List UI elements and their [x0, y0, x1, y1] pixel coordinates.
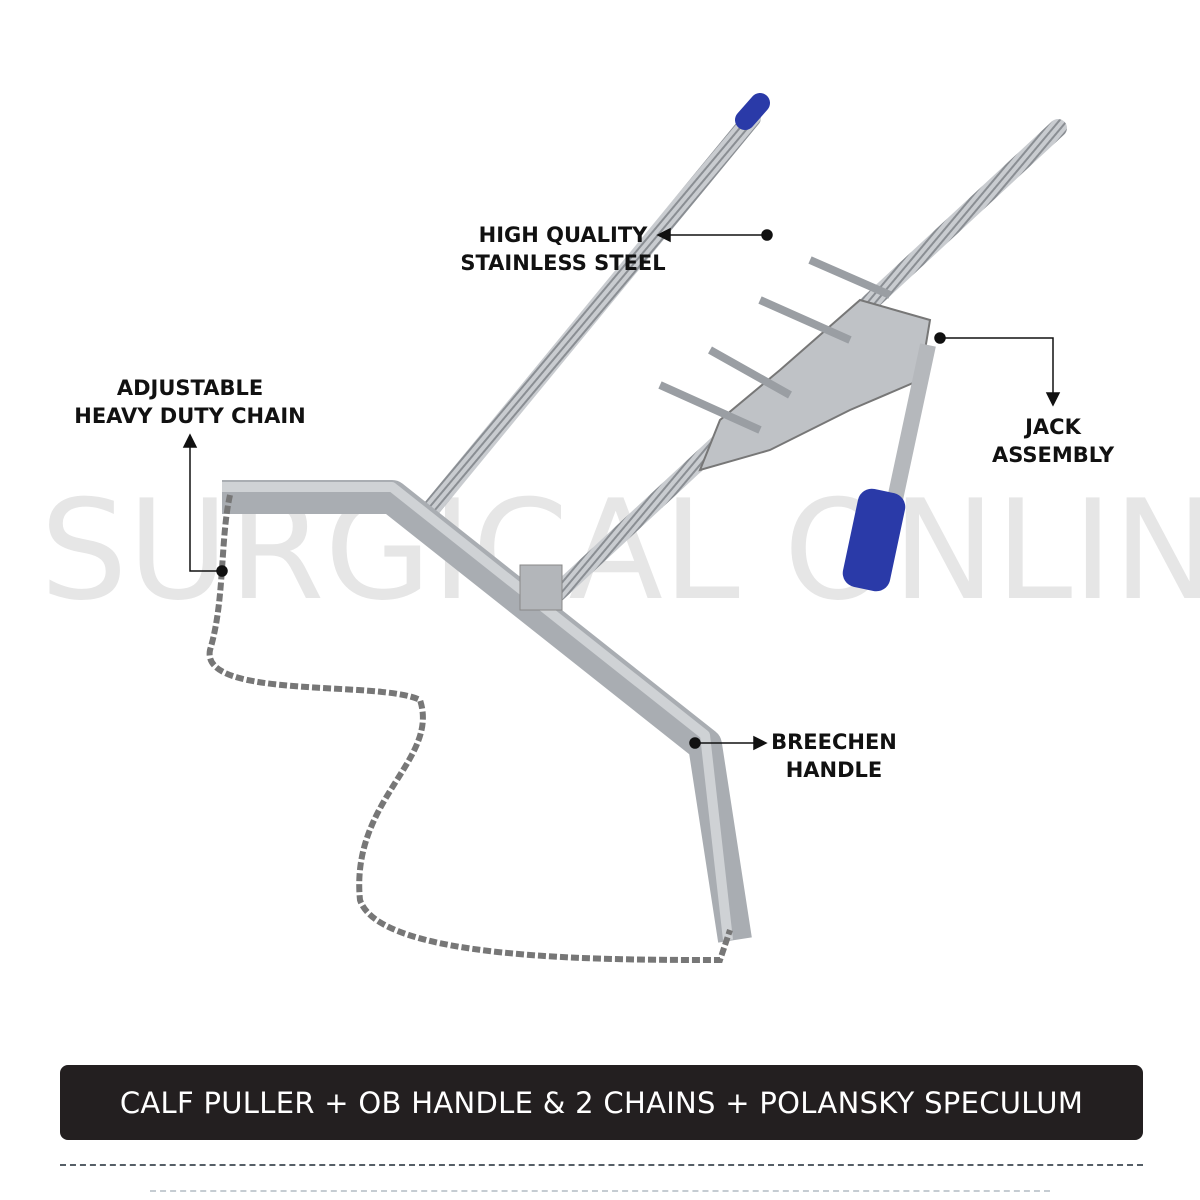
product-title-banner: CALF PULLER + OB HANDLE & 2 CHAINS + POL…: [60, 1065, 1143, 1140]
jack-assembly: [658, 256, 936, 592]
handle-grip: [842, 488, 906, 592]
callout-lines: [182, 227, 1061, 751]
threaded-rod-left: [421, 93, 770, 519]
product-title: CALF PULLER + OB HANDLE & 2 CHAINS + POL…: [119, 1085, 1084, 1120]
breechen-handle: [222, 480, 752, 943]
divider: [150, 1190, 1050, 1192]
clamp: [519, 564, 563, 611]
divider: [60, 1164, 1143, 1166]
chain: [206, 494, 733, 964]
rod-cap: [735, 93, 770, 130]
